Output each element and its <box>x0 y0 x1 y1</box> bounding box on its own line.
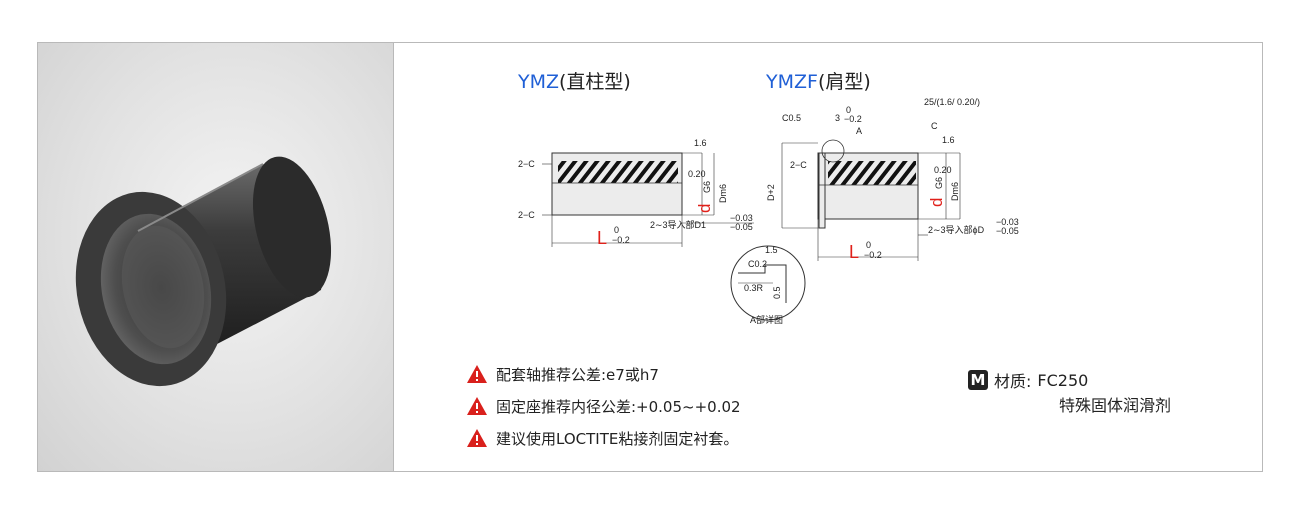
warning-icon <box>467 365 487 383</box>
note-item: 固定座推荐内径公差:+0.05~+0.02 <box>466 395 741 417</box>
ymz-finish-020: 0.20 <box>688 169 706 179</box>
detail-a: C0.2 1.5 0.3R 0.5 A部详图 <box>730 245 806 325</box>
ymzf-tol-low: −0.2 <box>864 250 882 260</box>
product-photo <box>38 43 394 471</box>
ymz-tol-up: 0 <box>614 225 619 235</box>
ymzf-c05: C0.5 <box>782 113 801 123</box>
ymzf-title: YMZF(肩型) <box>766 67 871 94</box>
detail-05: 0.5 <box>772 286 782 299</box>
material-value: FC250 <box>1037 370 1089 390</box>
ymzf-a-mark: A <box>856 126 862 136</box>
ymz-2c-bottom: 2−C <box>518 210 535 220</box>
ymzf-drawing: C0.5 3 0 −0.2 A C 2−C D+2 L 0 −0.2 2∼3导入… <box>766 97 1019 262</box>
ymzf-3-up: 0 <box>846 105 851 115</box>
ymz-kind: (直柱型) <box>559 71 631 93</box>
ymz-dm6: Dm6 <box>718 184 728 203</box>
product-card: YMZ(直柱型) YMZF(肩型) 2−C 2−C <box>37 42 1263 472</box>
warning-icon <box>467 397 487 415</box>
warning-icon <box>467 429 487 447</box>
ymz-code: YMZ <box>518 71 560 93</box>
ymzf-g6: G6 <box>934 177 944 189</box>
ymz-length: L <box>597 228 607 248</box>
ymz-2c-top: 2−C <box>518 159 535 169</box>
technical-drawing: 2−C 2−C L 0 −0.2 2∼3导入部D1 −0.03 −0.05 d … <box>518 97 1019 325</box>
detail-caption: A部详图 <box>750 314 783 325</box>
ymz-finish-16: 1.6 <box>694 138 707 148</box>
ymz-lead-low: −0.05 <box>730 222 753 232</box>
ymzf-lead-in: 2∼3导入部ϕD <box>928 224 985 235</box>
ymzf-3-low: −0.2 <box>844 114 862 124</box>
ymz-drawing: 2−C 2−C L 0 −0.2 2∼3导入部D1 −0.03 −0.05 d … <box>518 138 754 248</box>
note-text: 建议使用LOCTITE粘接剂固定衬套。 <box>496 429 739 448</box>
ymzf-code: YMZF <box>766 71 818 93</box>
ymz-title: YMZ(直柱型) <box>518 67 631 94</box>
ymzf-tol-up: 0 <box>866 240 871 250</box>
notes-list: 配套轴推荐公差:e7或h7 固定座推荐内径公差:+0.05~+0.02 建议使用… <box>466 363 741 459</box>
ymzf-finish-020: 0.20 <box>934 165 952 175</box>
material-info: M 材质: FC250 特殊固体润滑剂 <box>968 367 1171 419</box>
note-text: 固定座推荐内径公差:+0.05~+0.02 <box>496 397 741 416</box>
ymz-g6: G6 <box>702 181 712 193</box>
ymzf-lead-up: −0.03 <box>996 217 1019 227</box>
bushing-image <box>75 156 332 387</box>
ymzf-d: d <box>927 198 946 207</box>
ymzf-roughness: 25/(1.6/ 0.20/) <box>924 97 980 107</box>
ymz-lead-up: −0.03 <box>730 213 753 223</box>
ymzf-length: L <box>849 242 859 262</box>
ymz-tol-low: −0.2 <box>612 235 630 245</box>
note-item: 配套轴推荐公差:e7或h7 <box>466 363 741 385</box>
detail-c02: C0.2 <box>748 259 767 269</box>
ymz-lead-in: 2∼3导入部D1 <box>650 219 706 230</box>
ymzf-dm6: Dm6 <box>950 182 960 201</box>
material-value-2: 特殊固体润滑剂 <box>1059 396 1172 415</box>
ymzf-c-mark: C <box>931 121 938 131</box>
ymzf-2c: 2−C <box>790 160 807 170</box>
ymz-d: d <box>695 204 714 213</box>
ymzf-lead-low: −0.05 <box>996 226 1019 236</box>
ymzf-finish-16: 1.6 <box>942 135 955 145</box>
ymzf-d-plus-2: D+2 <box>766 184 776 201</box>
material-label: 材质: <box>994 372 1032 391</box>
note-text: 配套轴推荐公差:e7或h7 <box>496 365 659 384</box>
ymzf-three: 3 <box>835 113 840 123</box>
note-item: 建议使用LOCTITE粘接剂固定衬套。 <box>466 427 741 449</box>
detail-03r: 0.3R <box>744 283 764 293</box>
material-badge-icon: M <box>968 370 988 390</box>
detail-15: 1.5 <box>765 245 778 255</box>
ymzf-kind: (肩型) <box>817 71 871 93</box>
